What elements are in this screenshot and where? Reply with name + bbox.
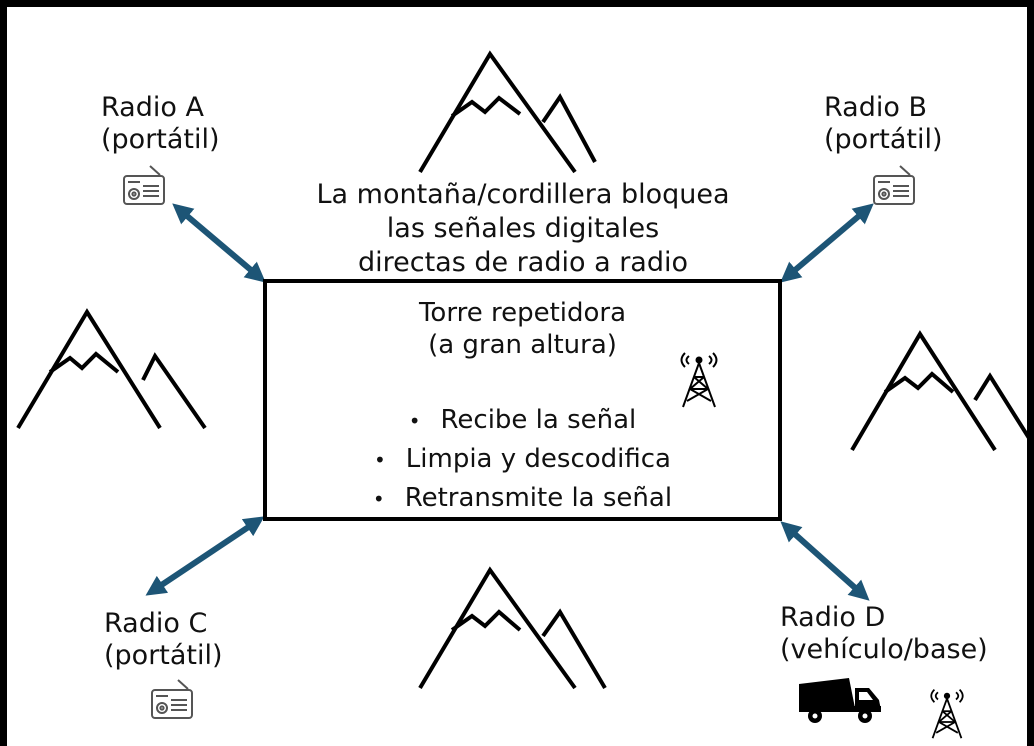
portable-radio-icon [151, 679, 193, 719]
radio-c-label: Radio C (portátil) [104, 608, 223, 672]
repeater-function-item: •Retransmite la señal [372, 483, 673, 513]
arrow-radio-c [145, 516, 265, 596]
mountain-icon-bottom [418, 566, 607, 690]
truck-icon [799, 678, 881, 723]
radio-d-label: Radio D (vehículo/base) [780, 602, 988, 666]
repeater-title: Torre repetidora (a gran altura) [267, 297, 778, 361]
mountain-icon-top [418, 50, 597, 174]
repeater-box: Torre repetidora (a gran altura) •Recibe… [263, 279, 782, 521]
mountain-note-line: La montaña/cordillera bloquea [316, 179, 730, 210]
repeater-function-item: •Recibe la señal [408, 405, 637, 435]
radio-b-label: Radio B (portátil) [824, 92, 943, 156]
mountain-note-line: las señales digitales [386, 213, 660, 244]
radio-c-name: Radio C [104, 608, 208, 639]
repeater-title-line: (a gran altura) [428, 330, 617, 360]
radio-a-name: Radio A [101, 92, 204, 123]
portable-radio-icon [873, 165, 915, 205]
radio-d-type: (vehículo/base) [780, 634, 988, 665]
mountain-icon-left [16, 308, 207, 430]
radio-a-type: (portátil) [101, 124, 220, 155]
mountain-note-line: directas de radio a radio [357, 247, 689, 278]
radio-d-name: Radio D [780, 602, 886, 633]
radio-tower-icon [930, 688, 964, 739]
mountain-icon-right [850, 330, 1034, 452]
arrow-radio-d [780, 521, 870, 601]
repeater-function-item: •Limpia y descodifica [374, 444, 671, 474]
radio-b-name: Radio B [824, 92, 927, 123]
radio-tower-icon [680, 352, 718, 408]
arrow-radio-a [172, 203, 266, 283]
arrow-radio-b [780, 203, 874, 283]
radio-a-label: Radio A (portátil) [101, 92, 220, 156]
mountain-note: La montaña/cordillera bloquea las señale… [298, 178, 748, 280]
portable-radio-icon [123, 165, 165, 205]
repeater-title-line: Torre repetidora [418, 298, 627, 328]
radio-b-type: (portátil) [824, 124, 943, 155]
repeater-functions-list: •Recibe la señal •Limpia y descodifica •… [267, 401, 778, 518]
radio-c-type: (portátil) [104, 640, 223, 671]
